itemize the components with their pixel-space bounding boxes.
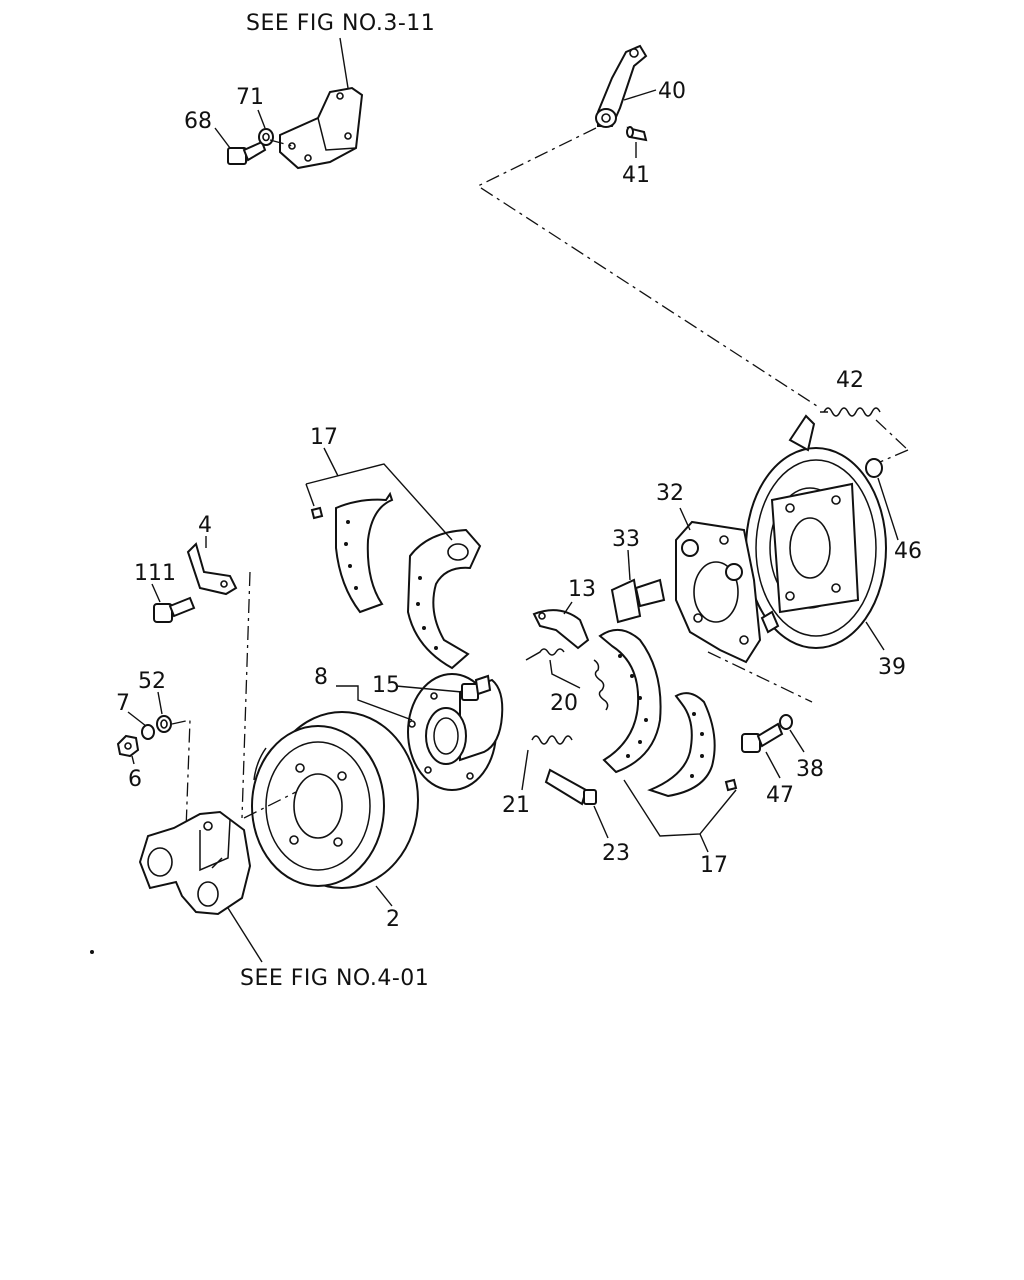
callout-111: 111: [134, 561, 176, 586]
leader-71: [257, 109, 266, 129]
spring-21: [531, 735, 573, 745]
stray-mark: [90, 950, 94, 954]
reference-fig-3-11: SEE FIG NO.3-11: [246, 11, 435, 36]
callout-8: 8: [314, 665, 328, 690]
axis-line-washers: [171, 719, 191, 831]
axis-line-spring: [875, 419, 909, 451]
pin-41: [626, 126, 648, 142]
brake-shoe-right-a: [598, 629, 662, 774]
bolt-68: [227, 140, 267, 165]
callout-17-lower: 17: [700, 853, 728, 878]
spring-42: [820, 407, 881, 417]
rivet-lower: [724, 778, 738, 792]
leader-38: [789, 729, 805, 753]
washer-7: [141, 724, 155, 740]
brake-drum-2: [251, 711, 419, 889]
callout-33: 33: [612, 527, 640, 552]
leader-2: [375, 885, 393, 907]
leader-21: [521, 749, 529, 791]
bolt-111: [153, 596, 196, 623]
callout-13: 13: [568, 577, 596, 602]
leader-20: [549, 659, 581, 689]
leader-13: [563, 601, 573, 615]
callout-39: 39: [878, 655, 906, 680]
callout-17-upper: 17: [310, 425, 338, 450]
leader-23: [593, 805, 609, 839]
leader-33: [627, 549, 631, 581]
leader-17-upper-b: [305, 483, 315, 507]
leader-7: [127, 711, 147, 727]
nut-6: [116, 734, 140, 758]
lever-40: [595, 44, 648, 128]
callout-32: 32: [656, 481, 684, 506]
callout-7: 7: [116, 691, 130, 716]
leader-68: [214, 127, 231, 149]
leader-47: [765, 751, 781, 779]
leader-15: [395, 685, 463, 693]
bolt-15: [461, 674, 492, 701]
backing-plate-39: [745, 414, 887, 649]
brake-shoe-right-b: [647, 692, 716, 798]
anchor-plate-32: [675, 520, 780, 664]
hub-8: [407, 673, 504, 791]
callout-23: 23: [602, 841, 630, 866]
axis-line-clip: [241, 571, 251, 819]
leader-17-upper: [305, 463, 453, 541]
callout-71: 71: [236, 85, 264, 110]
mounting-bracket-bottom: [138, 810, 252, 916]
leader-17-upper-c: [323, 447, 339, 477]
leader-8: [336, 685, 413, 721]
callout-68: 68: [184, 109, 212, 134]
washer-52: [156, 715, 172, 733]
callout-6: 6: [128, 767, 142, 792]
callout-4: 4: [198, 513, 212, 538]
leader-6: [131, 755, 135, 765]
rivet-upper: [310, 506, 324, 520]
lever-13: [532, 609, 590, 650]
leader-46: [877, 477, 899, 541]
washer-46: [865, 458, 883, 478]
callout-46: 46: [894, 539, 922, 564]
leader-17-lower: [623, 779, 737, 837]
axis-line-bracket: [269, 139, 293, 147]
callout-42: 42: [836, 368, 864, 393]
callout-40: 40: [658, 79, 686, 104]
leader-39: [865, 621, 885, 651]
leader-32: [679, 507, 691, 531]
leader-52: [157, 691, 163, 715]
spring-20: [525, 648, 609, 711]
leader-17-lower-b: [699, 833, 709, 853]
mounting-bracket-top: [279, 37, 364, 170]
axis-line-plate: [707, 651, 813, 703]
adjuster-23: [544, 768, 597, 806]
callout-41: 41: [622, 163, 650, 188]
washer-71: [258, 128, 274, 146]
cam-33: [610, 578, 666, 624]
leader-111: [151, 583, 161, 603]
callout-20: 20: [550, 691, 578, 716]
callout-38: 38: [796, 757, 824, 782]
callout-21: 21: [502, 793, 530, 818]
clip-4: [186, 542, 238, 596]
callout-2: 2: [386, 907, 400, 932]
bolt-47: [741, 722, 784, 753]
axis-line-spring-b: [879, 449, 909, 463]
reference-fig-4-01: SEE FIG NO.4-01: [240, 966, 429, 991]
callout-52: 52: [138, 669, 166, 694]
brake-shoe-left-a: [335, 491, 394, 614]
brake-shoe-left-b: [406, 528, 482, 670]
leader-40: [623, 89, 657, 101]
callout-15: 15: [372, 673, 400, 698]
callout-47: 47: [766, 783, 794, 808]
axis-line-bracket-drum: [243, 791, 297, 819]
leader-fig-4-01: [227, 907, 263, 963]
washer-38: [779, 714, 793, 730]
